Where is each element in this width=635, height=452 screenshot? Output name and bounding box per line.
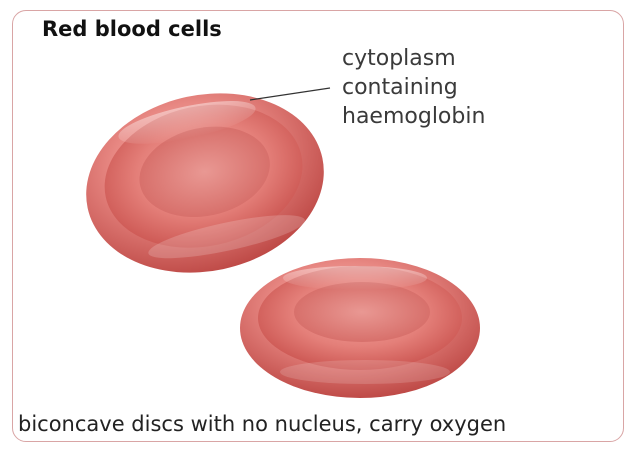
- label-line: haemoglobin: [342, 102, 485, 131]
- red-blood-cell-upper: [69, 72, 340, 294]
- diagram-title: Red blood cells: [42, 17, 222, 41]
- cytoplasm-label: cytoplasm containing haemoglobin: [342, 44, 485, 131]
- red-blood-cell-lower: [240, 258, 480, 398]
- label-line: containing: [342, 73, 485, 102]
- label-line: cytoplasm: [342, 44, 485, 73]
- diagram-caption: biconcave discs with no nucleus, carry o…: [18, 412, 506, 436]
- label-leader-line: [250, 88, 330, 100]
